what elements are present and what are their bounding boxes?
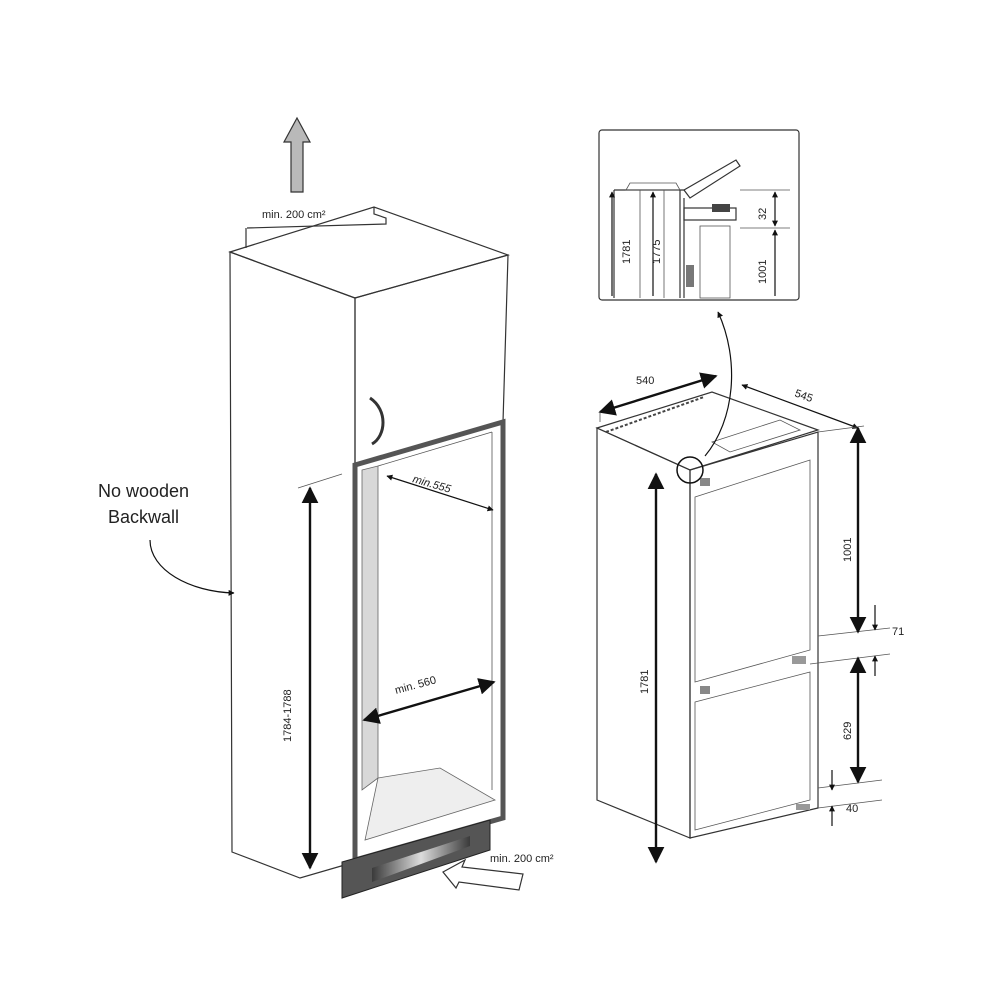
niche-inner-side	[361, 465, 379, 791]
backwall-note-line1: No wooden	[98, 481, 189, 501]
grille-slot	[372, 836, 470, 882]
backwall-note-line2: Backwall	[108, 507, 179, 527]
hinge-lower	[700, 686, 710, 694]
detail-height-a-label: 1781	[621, 240, 633, 264]
airflow-up-arrow-icon	[282, 116, 312, 193]
depth-dim-label: min.555	[411, 473, 453, 496]
hinge-middle	[792, 656, 806, 664]
total-height-label: 1781	[639, 670, 651, 694]
detail-offset-label: 32	[757, 208, 769, 220]
vent-top-label: min. 200 cm²	[262, 209, 326, 221]
detail-inset-frame	[598, 129, 800, 301]
cabinet-drawing: min. 200 cm² min. 200 cm² min.555 min. 5…	[98, 116, 554, 899]
backwall-pointer-arrow	[149, 539, 235, 596]
gap-71-label: 71	[892, 626, 904, 638]
lower-height-label: 629	[842, 722, 854, 740]
cabinet-side-panel	[229, 251, 356, 879]
detail-door-label: 1001	[757, 260, 769, 284]
detail-callout-arrow	[704, 311, 733, 457]
width-dim-label: min. 560	[394, 674, 438, 697]
airflow-in-arrow-icon	[442, 858, 524, 891]
detail-height-b-label: 1775	[651, 240, 663, 264]
width-540-label: 540	[636, 375, 654, 387]
appliance-drawing: 540 545 1781 1001 71 629 40	[595, 311, 904, 864]
detail-inset: 1781 1775 32 1001	[598, 129, 800, 301]
depth-545-label: 545	[793, 388, 814, 406]
appliance-front	[689, 431, 819, 839]
bottom-40-label: 40	[846, 803, 858, 815]
cabinet-upper-door	[354, 254, 509, 466]
appliance-side	[596, 427, 691, 839]
niche-floor	[364, 767, 496, 841]
niche-height-label: 1784-1788	[282, 689, 294, 742]
vent-bottom-label: min. 200 cm²	[490, 853, 554, 865]
door-handle-icon	[369, 396, 385, 446]
hinge-bottom	[796, 804, 810, 810]
lower-door-panel	[694, 671, 811, 831]
top-bracket	[711, 419, 802, 453]
hinge-top	[700, 478, 710, 486]
upper-door-panel	[694, 459, 811, 683]
cabinet-niche-frame	[352, 418, 506, 864]
detail-callout-circle	[676, 456, 704, 484]
upper-height-label: 1001	[842, 538, 854, 562]
